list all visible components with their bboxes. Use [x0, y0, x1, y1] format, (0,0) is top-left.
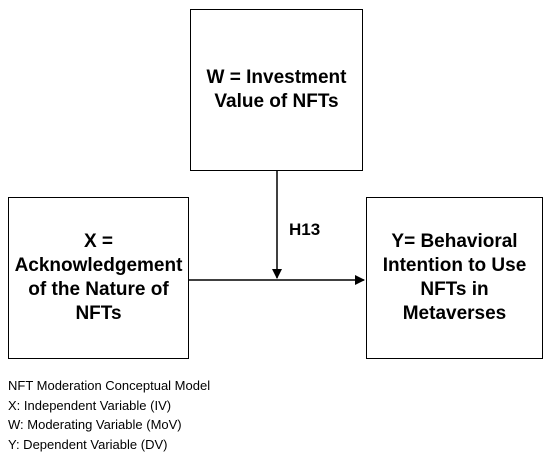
hypothesis-label: H13	[289, 220, 321, 239]
legend: NFT Moderation Conceptual Model X: Indep…	[8, 376, 210, 454]
dependent-box-y: Y= Behavioral Intention to Use NFTs in M…	[366, 197, 543, 359]
legend-line-iv: X: Independent Variable (IV)	[8, 397, 172, 413]
moderator-label: W = Investment Value of NFTs	[206, 67, 347, 112]
legend-line-mov: W: Moderating Variable (MoV)	[8, 417, 182, 432]
legend-line-dv: Y: Dependent Variable (DV)	[8, 436, 168, 452]
moderator-box-w: W = Investment Value of NFTs	[190, 9, 363, 171]
independent-label: X = Acknowledgement of the Nature of NFT…	[14, 231, 183, 324]
legend-title: NFT Moderation Conceptual Model	[8, 378, 211, 393]
independent-box-x: X = Acknowledgement of the Nature of NFT…	[8, 197, 189, 359]
dependent-label: Y= Behavioral Intention to Use NFTs in M…	[382, 231, 527, 324]
